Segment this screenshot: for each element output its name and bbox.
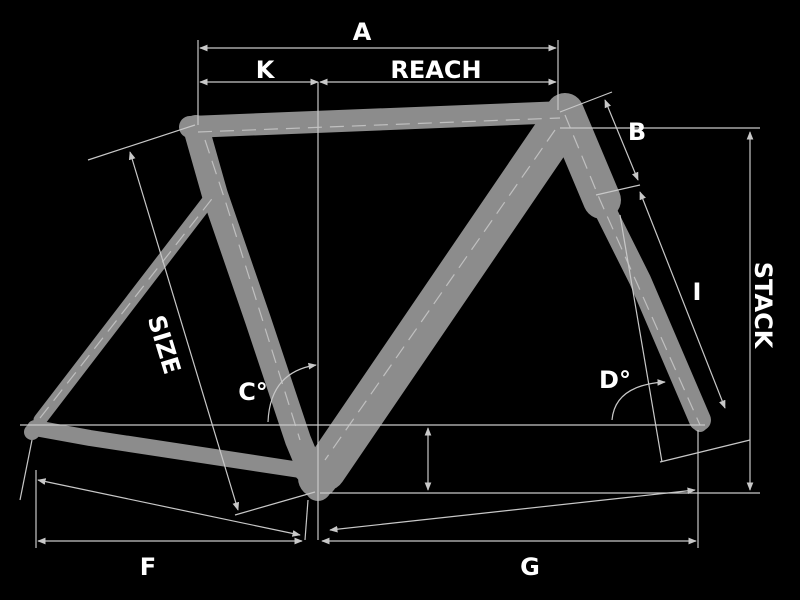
label-d-angle: D° [599,366,631,394]
dimension-lines [19,40,760,548]
bike-frame [24,93,711,501]
label-a: A [353,18,372,46]
label-i: I [693,278,702,306]
top-tube [179,101,576,138]
label-stack: STACK [749,262,777,350]
down-tube [304,104,581,491]
label-f: F [140,553,156,581]
rear-dropout [24,424,40,440]
seat-tube [183,115,331,501]
label-k: K [256,56,276,84]
label-b: B [628,118,646,146]
head-angle-arc [611,379,666,421]
label-reach: REACH [390,56,481,84]
chain-stay [27,420,326,496]
seat-angle-arc [267,362,317,423]
label-size: SIZE [142,312,186,378]
head-tube [546,93,621,219]
label-c-angle: C° [238,378,268,406]
label-g: G [520,553,540,581]
center-lines [39,114,701,461]
